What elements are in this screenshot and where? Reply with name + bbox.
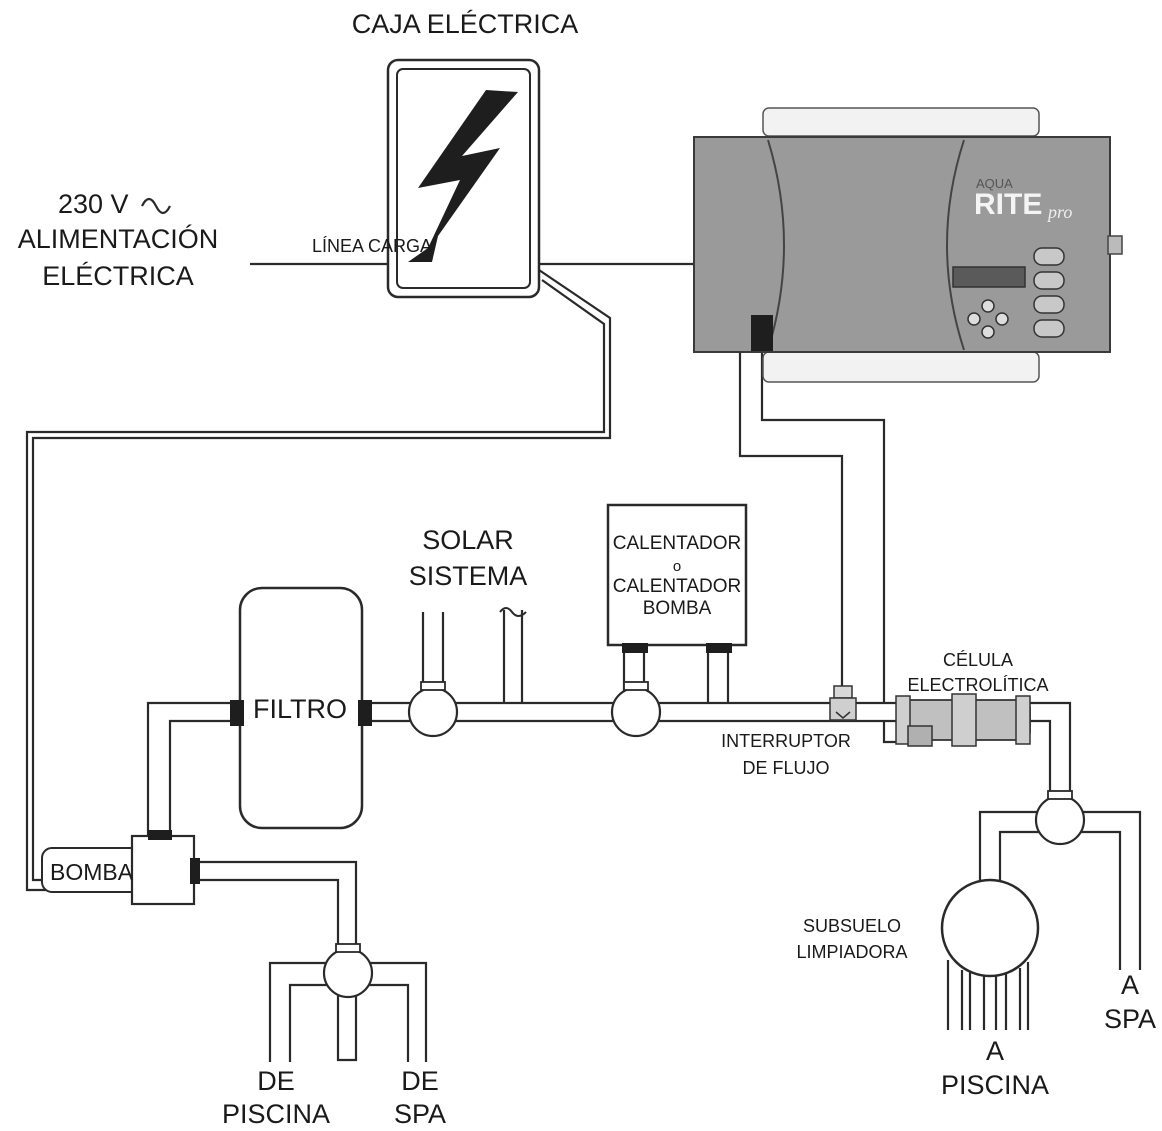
power-label-line1: ALIMENTACIÓN — [18, 223, 219, 254]
controller-connector — [751, 315, 773, 351]
cleaner-label-line1: SUBSUELO — [803, 916, 901, 936]
controller-brand-suffix: pro — [1046, 202, 1072, 222]
heater-label-line2: o — [673, 558, 681, 575]
to-spa-label-line2: SPA — [1104, 1004, 1156, 1034]
from-pool-label-line2: PISCINA — [222, 1099, 330, 1129]
power-label-line2: ELÉCTRICA — [42, 261, 194, 291]
flow-switch — [829, 685, 857, 721]
cell-label-line2: ELECTROLÍTICA — [907, 675, 1048, 695]
heater-label-line4: BOMBA — [643, 598, 712, 619]
pump — [41, 830, 200, 906]
lightning-bolt-icon — [408, 90, 518, 262]
solar-label-line2: SISTEMA — [409, 561, 528, 591]
to-pool-label-line2: PISCINA — [941, 1070, 1049, 1100]
controller-display — [952, 266, 1026, 288]
chlorinator-controller: AQUA RITE pro — [693, 107, 1123, 383]
flow-switch-label-line2: DE FLUJO — [742, 758, 829, 778]
controller-menu-buttons[interactable] — [1033, 247, 1065, 338]
heater — [606, 503, 748, 653]
electrical-box — [386, 58, 541, 299]
power-voltage-label: 230 V — [58, 189, 129, 219]
solar-label-line1: SOLAR — [422, 525, 514, 555]
line-load-label: LÍNEA CARGA — [312, 236, 432, 256]
cleaner-label-line2: LIMPIADORA — [796, 942, 907, 962]
filter — [230, 586, 372, 830]
electrolytic-cell — [895, 693, 1031, 747]
controller-nav-buttons[interactable] — [967, 299, 1009, 339]
electrical-wiring — [25, 262, 908, 892]
from-spa-label-line2: SPA — [394, 1099, 446, 1129]
to-pool-label-line1: A — [986, 1036, 1004, 1066]
pump-label: BOMBA — [50, 859, 134, 885]
filter-label: FILTRO — [253, 694, 347, 724]
heater-label-line1: CALENTADOR — [613, 533, 741, 554]
from-pool-label-line1: DE — [257, 1066, 295, 1096]
controller-brand: RITE — [974, 188, 1042, 221]
plumbing — [146, 607, 1142, 1062]
flow-switch-label-line1: INTERRUPTOR — [721, 731, 851, 751]
alternating-current-icon — [141, 197, 171, 215]
controller-brand-small: AQUA — [976, 176, 1013, 191]
to-spa-label-line1: A — [1121, 970, 1139, 1000]
from-spa-label-line1: DE — [401, 1066, 439, 1096]
underground-cleaner — [940, 878, 1040, 1030]
cell-label-line1: CÉLULA — [943, 650, 1013, 670]
valves — [322, 681, 1086, 999]
electrical-box-title: CAJA ELÉCTRICA — [352, 9, 579, 39]
heater-label-line3: CALENTADOR — [613, 576, 741, 597]
